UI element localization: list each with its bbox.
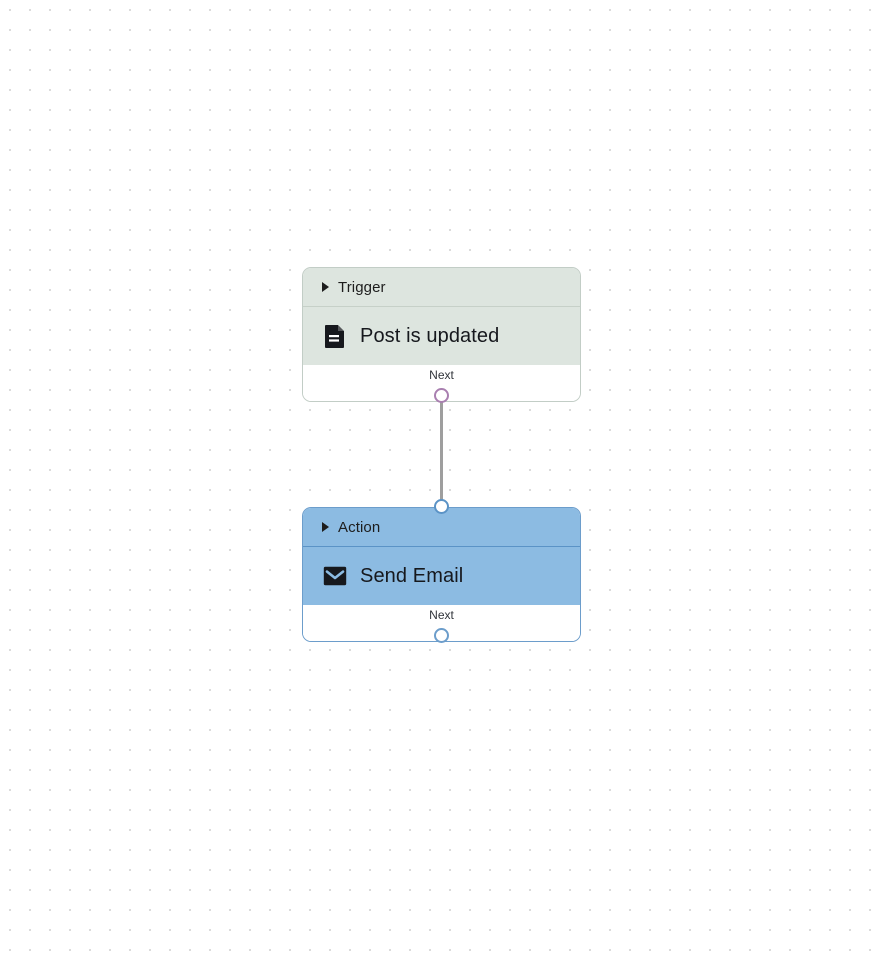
node-action-frame: Action Send Email Next: [302, 507, 581, 642]
node-trigger-footer: Next: [303, 365, 580, 401]
trigger-next-port[interactable]: [434, 388, 449, 403]
action-input-port[interactable]: [434, 499, 449, 514]
node-trigger-frame: Trigger Post is updated Next: [302, 267, 581, 402]
node-action-header-label: Action: [338, 518, 381, 536]
disclosure-triangle-icon[interactable]: [322, 282, 329, 292]
node-trigger-body[interactable]: Post is updated: [303, 307, 580, 365]
node-trigger-header[interactable]: Trigger: [303, 268, 580, 307]
node-action-header[interactable]: Action: [303, 508, 580, 547]
disclosure-triangle-icon[interactable]: [322, 522, 329, 532]
node-trigger[interactable]: Trigger Post is updated Next: [302, 267, 581, 403]
node-trigger-body-label: Post is updated: [360, 324, 500, 347]
envelope-icon: [322, 563, 348, 589]
node-action-body[interactable]: Send Email: [303, 547, 580, 605]
action-next-port[interactable]: [434, 628, 449, 643]
node-trigger-header-label: Trigger: [338, 278, 386, 296]
node-trigger-next-label: Next: [429, 368, 454, 382]
document-icon: [322, 323, 348, 349]
node-action-body-label: Send Email: [360, 564, 464, 587]
node-action-next-label: Next: [429, 608, 454, 622]
node-action[interactable]: Action Send Email Next: [302, 499, 581, 643]
